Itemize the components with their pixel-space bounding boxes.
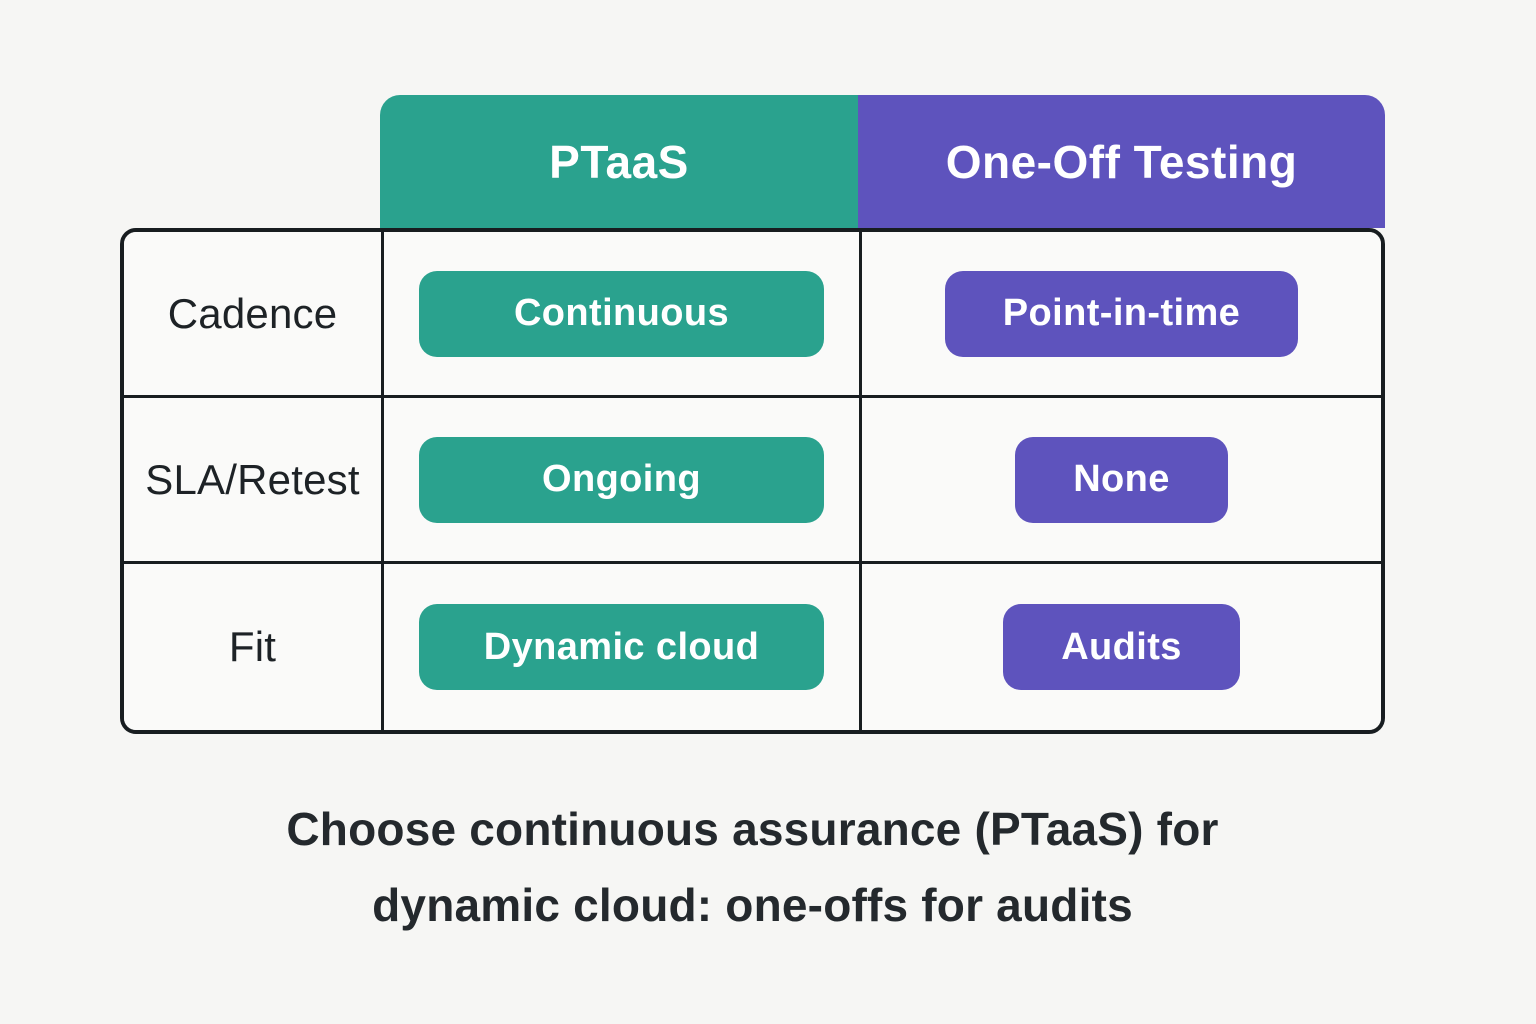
cell-sla-one-off: None xyxy=(862,398,1381,564)
row-label-fit: Fit xyxy=(124,564,384,730)
value-pill-dynamic-cloud: Dynamic cloud xyxy=(419,604,824,690)
cell-cadence-ptaas: Continuous xyxy=(384,232,862,398)
header-spacer xyxy=(120,95,380,228)
cell-cadence-one-off: Point-in-time xyxy=(862,232,1381,398)
column-headers: PTaaS One-Off Testing xyxy=(120,95,1385,228)
comparison-table: Cadence Continuous Point-in-time SLA/Ret… xyxy=(120,228,1385,734)
row-label-cadence: Cadence xyxy=(124,232,384,398)
cell-fit-one-off: Audits xyxy=(862,564,1381,730)
value-pill-point-in-time: Point-in-time xyxy=(944,270,1299,357)
cell-sla-ptaas: Ongoing xyxy=(384,398,862,564)
row-label-sla-retest: SLA/Retest xyxy=(124,398,384,564)
caption: Choose continuous assurance (PTaaS) for … xyxy=(120,792,1385,944)
caption-line-2: dynamic cloud: one-offs for audits xyxy=(372,878,1133,931)
value-pill-continuous: Continuous xyxy=(419,270,824,357)
value-pill-audits: Audits xyxy=(1003,604,1240,690)
caption-line-1: Choose continuous assurance (PTaaS) for xyxy=(286,803,1219,855)
content-wrap: PTaaS One-Off Testing Cadence Continuous… xyxy=(120,95,1385,944)
column-header-one-off-testing: One-Off Testing xyxy=(858,95,1385,228)
value-pill-none: None xyxy=(1015,436,1228,523)
value-pill-ongoing: Ongoing xyxy=(419,436,824,523)
column-header-ptaas: PTaaS xyxy=(380,95,858,228)
cell-fit-ptaas: Dynamic cloud xyxy=(384,564,862,730)
